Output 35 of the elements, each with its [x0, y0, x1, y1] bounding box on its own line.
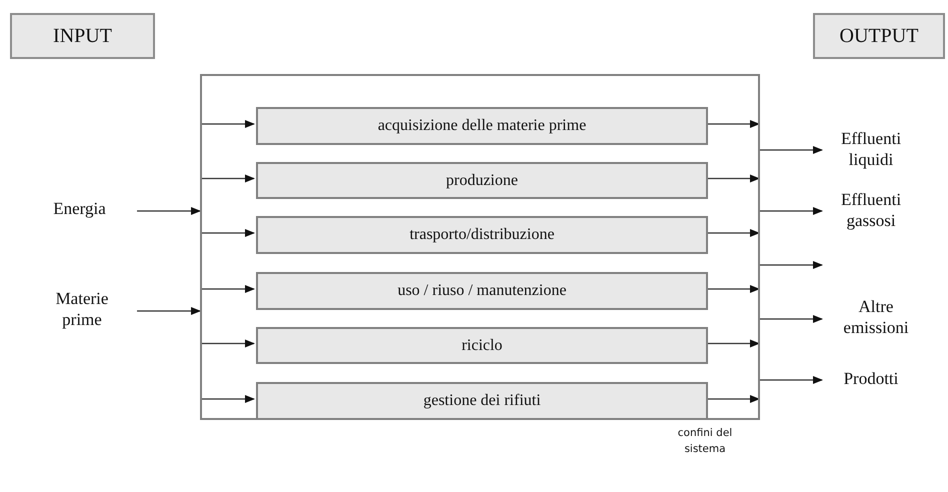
arrow: [760, 376, 823, 384]
boundary-caption: confini del sistema: [676, 426, 734, 457]
process-box: uso / riuso / manutenzione: [256, 272, 708, 310]
arrow: [201, 285, 255, 293]
arrow: [706, 395, 760, 403]
header-box: INPUT: [10, 13, 155, 59]
arrow: [706, 174, 760, 182]
arrow: [137, 207, 201, 215]
input-label: Energia: [32, 198, 127, 222]
header-box: OUTPUT: [813, 13, 945, 59]
output-label: Effluenti gassosi: [826, 189, 916, 235]
system-boundary-box: [200, 74, 760, 420]
process-box: trasporto/distribuzione: [256, 216, 708, 254]
arrow: [201, 229, 255, 237]
arrow: [137, 307, 201, 315]
output-label: Altre emissioni: [826, 296, 926, 342]
output-label: Effluenti liquidi: [826, 128, 916, 174]
input-label: Materie prime: [37, 288, 127, 334]
process-box: produzione: [256, 162, 708, 199]
arrow: [760, 315, 823, 323]
process-box: riciclo: [256, 327, 708, 364]
arrow: [706, 340, 760, 348]
arrow: [201, 120, 255, 128]
arrow: [201, 395, 255, 403]
arrow: [201, 174, 255, 182]
arrow: [706, 229, 760, 237]
arrow: [760, 146, 823, 154]
process-box: acquisizione delle materie prime: [256, 107, 708, 145]
arrow: [760, 207, 823, 215]
arrow: [706, 285, 760, 293]
arrow: [706, 120, 760, 128]
process-box: gestione dei rifiuti: [256, 382, 708, 420]
arrow: [760, 261, 823, 269]
output-label: Prodotti: [826, 368, 916, 392]
arrow: [201, 340, 255, 348]
